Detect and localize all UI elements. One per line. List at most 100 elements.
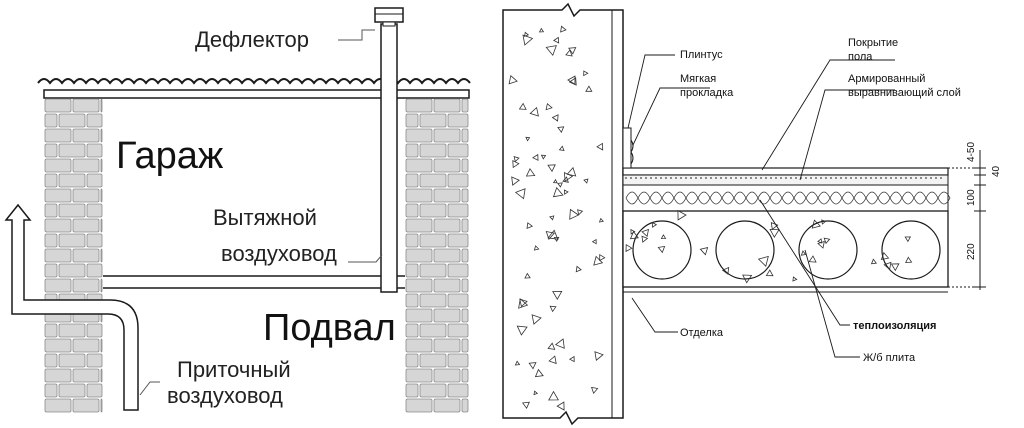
brick: [405, 188, 433, 203]
brick: [433, 368, 461, 383]
aggregate-mark: [596, 142, 604, 151]
screed-mark: [795, 177, 797, 179]
screed-label-2: выравнивающий слой: [848, 87, 961, 99]
aggregate-mark: [757, 255, 769, 267]
exhaust-duct: [380, 23, 398, 293]
aggregate-mark: [547, 164, 556, 173]
brick: [58, 143, 86, 158]
aggregate-mark: [641, 228, 650, 238]
screed-mark: [640, 177, 642, 179]
aggregate-mark: [629, 230, 639, 240]
brick: [461, 338, 469, 353]
screed-mark: [645, 177, 647, 179]
screed-mark: [855, 177, 857, 179]
screed-mark: [695, 177, 697, 179]
supply-duct-label-1: Приточный: [177, 357, 291, 382]
brick: [405, 173, 419, 188]
screed-mark: [790, 177, 792, 179]
aggregate-mark: [808, 255, 817, 263]
aggregate-mark: [551, 114, 559, 122]
brick: [44, 128, 72, 143]
aggregate-mark: [518, 298, 529, 309]
screed-mark: [715, 177, 717, 179]
aggregate-mark: [545, 102, 553, 111]
screed-mark: [650, 177, 652, 179]
screed-mark: [660, 177, 662, 179]
brick: [100, 398, 103, 413]
aggregate-mark: [817, 238, 823, 244]
aggregate-mark: [547, 342, 556, 350]
screed-mark: [875, 177, 877, 179]
screed-mark: [785, 177, 787, 179]
aggregate-mark: [525, 168, 536, 177]
screed-mark: [690, 177, 692, 179]
aggregate-mark: [590, 386, 599, 394]
aggregate-mark: [563, 189, 569, 195]
aggregate-mark: [557, 126, 565, 133]
screed-mark: [765, 177, 767, 179]
aggregate-mark: [524, 31, 530, 38]
brick: [86, 383, 103, 398]
screed-mark: [865, 177, 867, 179]
aggregate-mark: [599, 253, 606, 262]
brick: [100, 338, 103, 353]
aggregate-mark: [641, 235, 649, 243]
aggregate-mark: [560, 25, 567, 33]
aggregate-mark: [558, 145, 565, 152]
deflector-leader: [338, 29, 375, 41]
brick: [405, 323, 419, 338]
screed-mark: [910, 177, 912, 179]
brick: [72, 98, 100, 113]
brick: [433, 278, 461, 293]
plinth: [622, 127, 632, 169]
brick: [405, 248, 433, 263]
brick: [461, 98, 469, 113]
screed-mark: [625, 177, 627, 179]
screed-mark: [710, 177, 712, 179]
slab-aggregate-pattern: [625, 209, 913, 284]
soft-pad-label-2: прокладка: [680, 87, 734, 99]
screed-mark: [940, 177, 942, 179]
aggregate-mark: [522, 34, 534, 46]
aggregate-mark: [525, 136, 531, 142]
brick: [405, 218, 433, 233]
aggregate-mark: [883, 261, 892, 271]
supply-duct-label-2: воздуховод: [167, 383, 283, 408]
brick: [419, 383, 447, 398]
screed-mark: [850, 177, 852, 179]
brick: [405, 353, 419, 368]
brick: [461, 398, 469, 413]
brick: [419, 173, 447, 188]
screed-mark: [760, 177, 762, 179]
brick: [58, 113, 86, 128]
slab-label: Ж/б плита: [863, 352, 916, 364]
brick: [100, 158, 103, 173]
aggregate-mark: [583, 70, 589, 77]
brick: [100, 368, 103, 383]
aggregate-mark: [566, 166, 577, 177]
aggregate-mark: [569, 208, 580, 220]
brick: [405, 113, 419, 128]
brick: [433, 98, 461, 113]
brick: [58, 173, 86, 188]
brick: [419, 293, 447, 308]
aggregate-mark: [548, 390, 559, 401]
screed-mark: [885, 177, 887, 179]
screed-mark: [880, 177, 882, 179]
brick: [447, 143, 469, 158]
brick: [433, 308, 461, 323]
aggregate-mark: [904, 236, 912, 243]
brick-wall-right: [405, 98, 469, 413]
aggregate-mark: [880, 251, 890, 261]
aggregate-mark: [545, 45, 557, 56]
brick: [447, 173, 469, 188]
brick: [433, 158, 461, 173]
aggregate-mark: [540, 154, 547, 160]
brick: [44, 338, 72, 353]
brick: [44, 218, 72, 233]
screed-mark: [815, 177, 817, 179]
aggregate-mark: [568, 355, 575, 363]
brick: [447, 263, 469, 278]
brick: [405, 383, 419, 398]
screed-mark: [840, 177, 842, 179]
